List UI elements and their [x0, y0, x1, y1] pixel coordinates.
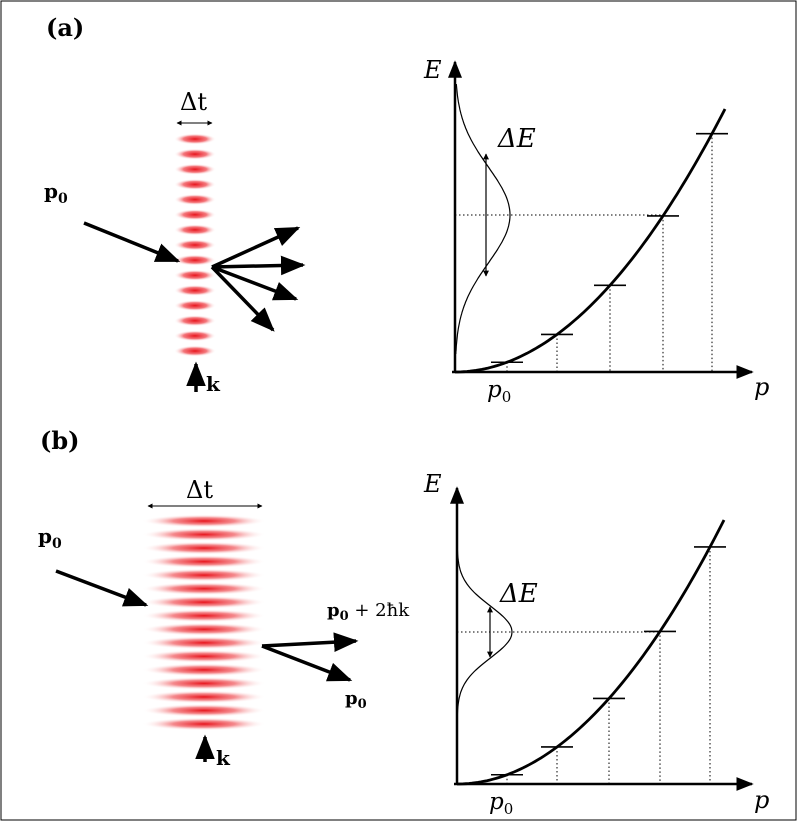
- panel-a-scatter-arrow-3: [211, 265, 299, 301]
- panel-a-energy-distribution: [455, 83, 511, 355]
- panel-a-scatter-arrow-1: [211, 226, 301, 269]
- pulse-stripe: [174, 315, 216, 327]
- panel-a-energy-levels: [491, 132, 728, 372]
- panel-b-energy-levels: [491, 546, 726, 784]
- pulse-stripe: [174, 194, 216, 206]
- panel-b-out-label-1: p0 + 2ħk: [327, 600, 410, 624]
- panel-b-scatter-arrow-up: [261, 632, 359, 652]
- pulse-stripe: [174, 148, 216, 160]
- panel-b-energy-distribution: [456, 530, 513, 724]
- panel-b-label: (b): [40, 426, 80, 455]
- pulse-stripe: [174, 254, 216, 266]
- panel-b-E-label: E: [423, 470, 442, 498]
- pulse-stripe: [174, 209, 216, 221]
- pulse-stripe: [142, 663, 266, 677]
- panel-b-dt-label: Δt: [186, 476, 213, 504]
- pulse-stripe: [142, 690, 266, 704]
- panel-b-incoming-arrow: [55, 569, 149, 607]
- panel-a-dE-label: ΔE: [497, 124, 536, 154]
- panel-a-p0-tick: p0: [487, 377, 511, 406]
- pulse-stripe: [142, 595, 266, 609]
- panel-b-p0-tick: p0: [489, 789, 513, 818]
- panel-a-E-label: E: [423, 56, 442, 84]
- panel-b-out-label-2: p0: [345, 688, 367, 712]
- panel-b-p0-label: p0: [38, 524, 62, 552]
- panel-a-incoming-arrow: [83, 221, 181, 263]
- pulse-stripe: [174, 239, 216, 251]
- panel-b-p-axis-label: p: [754, 786, 769, 814]
- panel-a-dt-label: Δt: [180, 88, 207, 116]
- pulse-stripe: [142, 582, 266, 596]
- pulse-stripe: [142, 541, 266, 555]
- pulse-stripe: [174, 345, 216, 357]
- panel-b-laser-pulse: [142, 514, 266, 731]
- pulse-stripe: [174, 163, 216, 175]
- pulse-stripe: [174, 133, 216, 145]
- pulse-stripe: [174, 300, 216, 312]
- panel-b-dE-label: ΔE: [499, 579, 538, 609]
- pulse-stripe: [142, 568, 266, 582]
- panel-a-p0-label: p0: [44, 179, 68, 207]
- pulse-stripe: [142, 676, 266, 690]
- pulse-stripe: [142, 555, 266, 569]
- panel-a-scatter-arrow-4: [210, 265, 275, 332]
- pulse-stripe: [174, 330, 216, 342]
- pulse-stripe: [142, 514, 266, 528]
- panel-b: (b) Δt p0 p0 + 2ħk p0 k E p ΔE p0: [38, 426, 769, 818]
- pulse-stripe: [142, 636, 266, 650]
- panel-a-label: (a): [46, 13, 84, 42]
- pulse-stripe: [174, 269, 216, 281]
- pulse-stripe: [142, 703, 266, 717]
- pulse-stripe: [142, 622, 266, 636]
- panel-b-scatter-arrow-down: [261, 644, 353, 682]
- panel-a-scatter-arrow-2: [211, 255, 306, 276]
- panel-b-k-label: k: [216, 746, 231, 770]
- panel-a-dispersion-curve: [455, 108, 727, 374]
- pulse-stripe: [174, 178, 216, 190]
- pulse-stripe: [142, 528, 266, 542]
- pulse-stripe: [142, 649, 266, 663]
- panel-a-k-label: k: [206, 372, 221, 396]
- panel-a: (a) Δt p0 k E p ΔE p0: [44, 13, 769, 406]
- panel-a-p-axis-label: p: [754, 373, 769, 401]
- panel-b-dispersion-curve: [457, 519, 726, 786]
- pulse-stripe: [142, 609, 266, 623]
- pulse-stripe: [174, 224, 216, 236]
- panel-a-laser-pulse: [174, 133, 216, 357]
- pulse-stripe: [174, 284, 216, 296]
- pulse-stripe: [142, 717, 266, 731]
